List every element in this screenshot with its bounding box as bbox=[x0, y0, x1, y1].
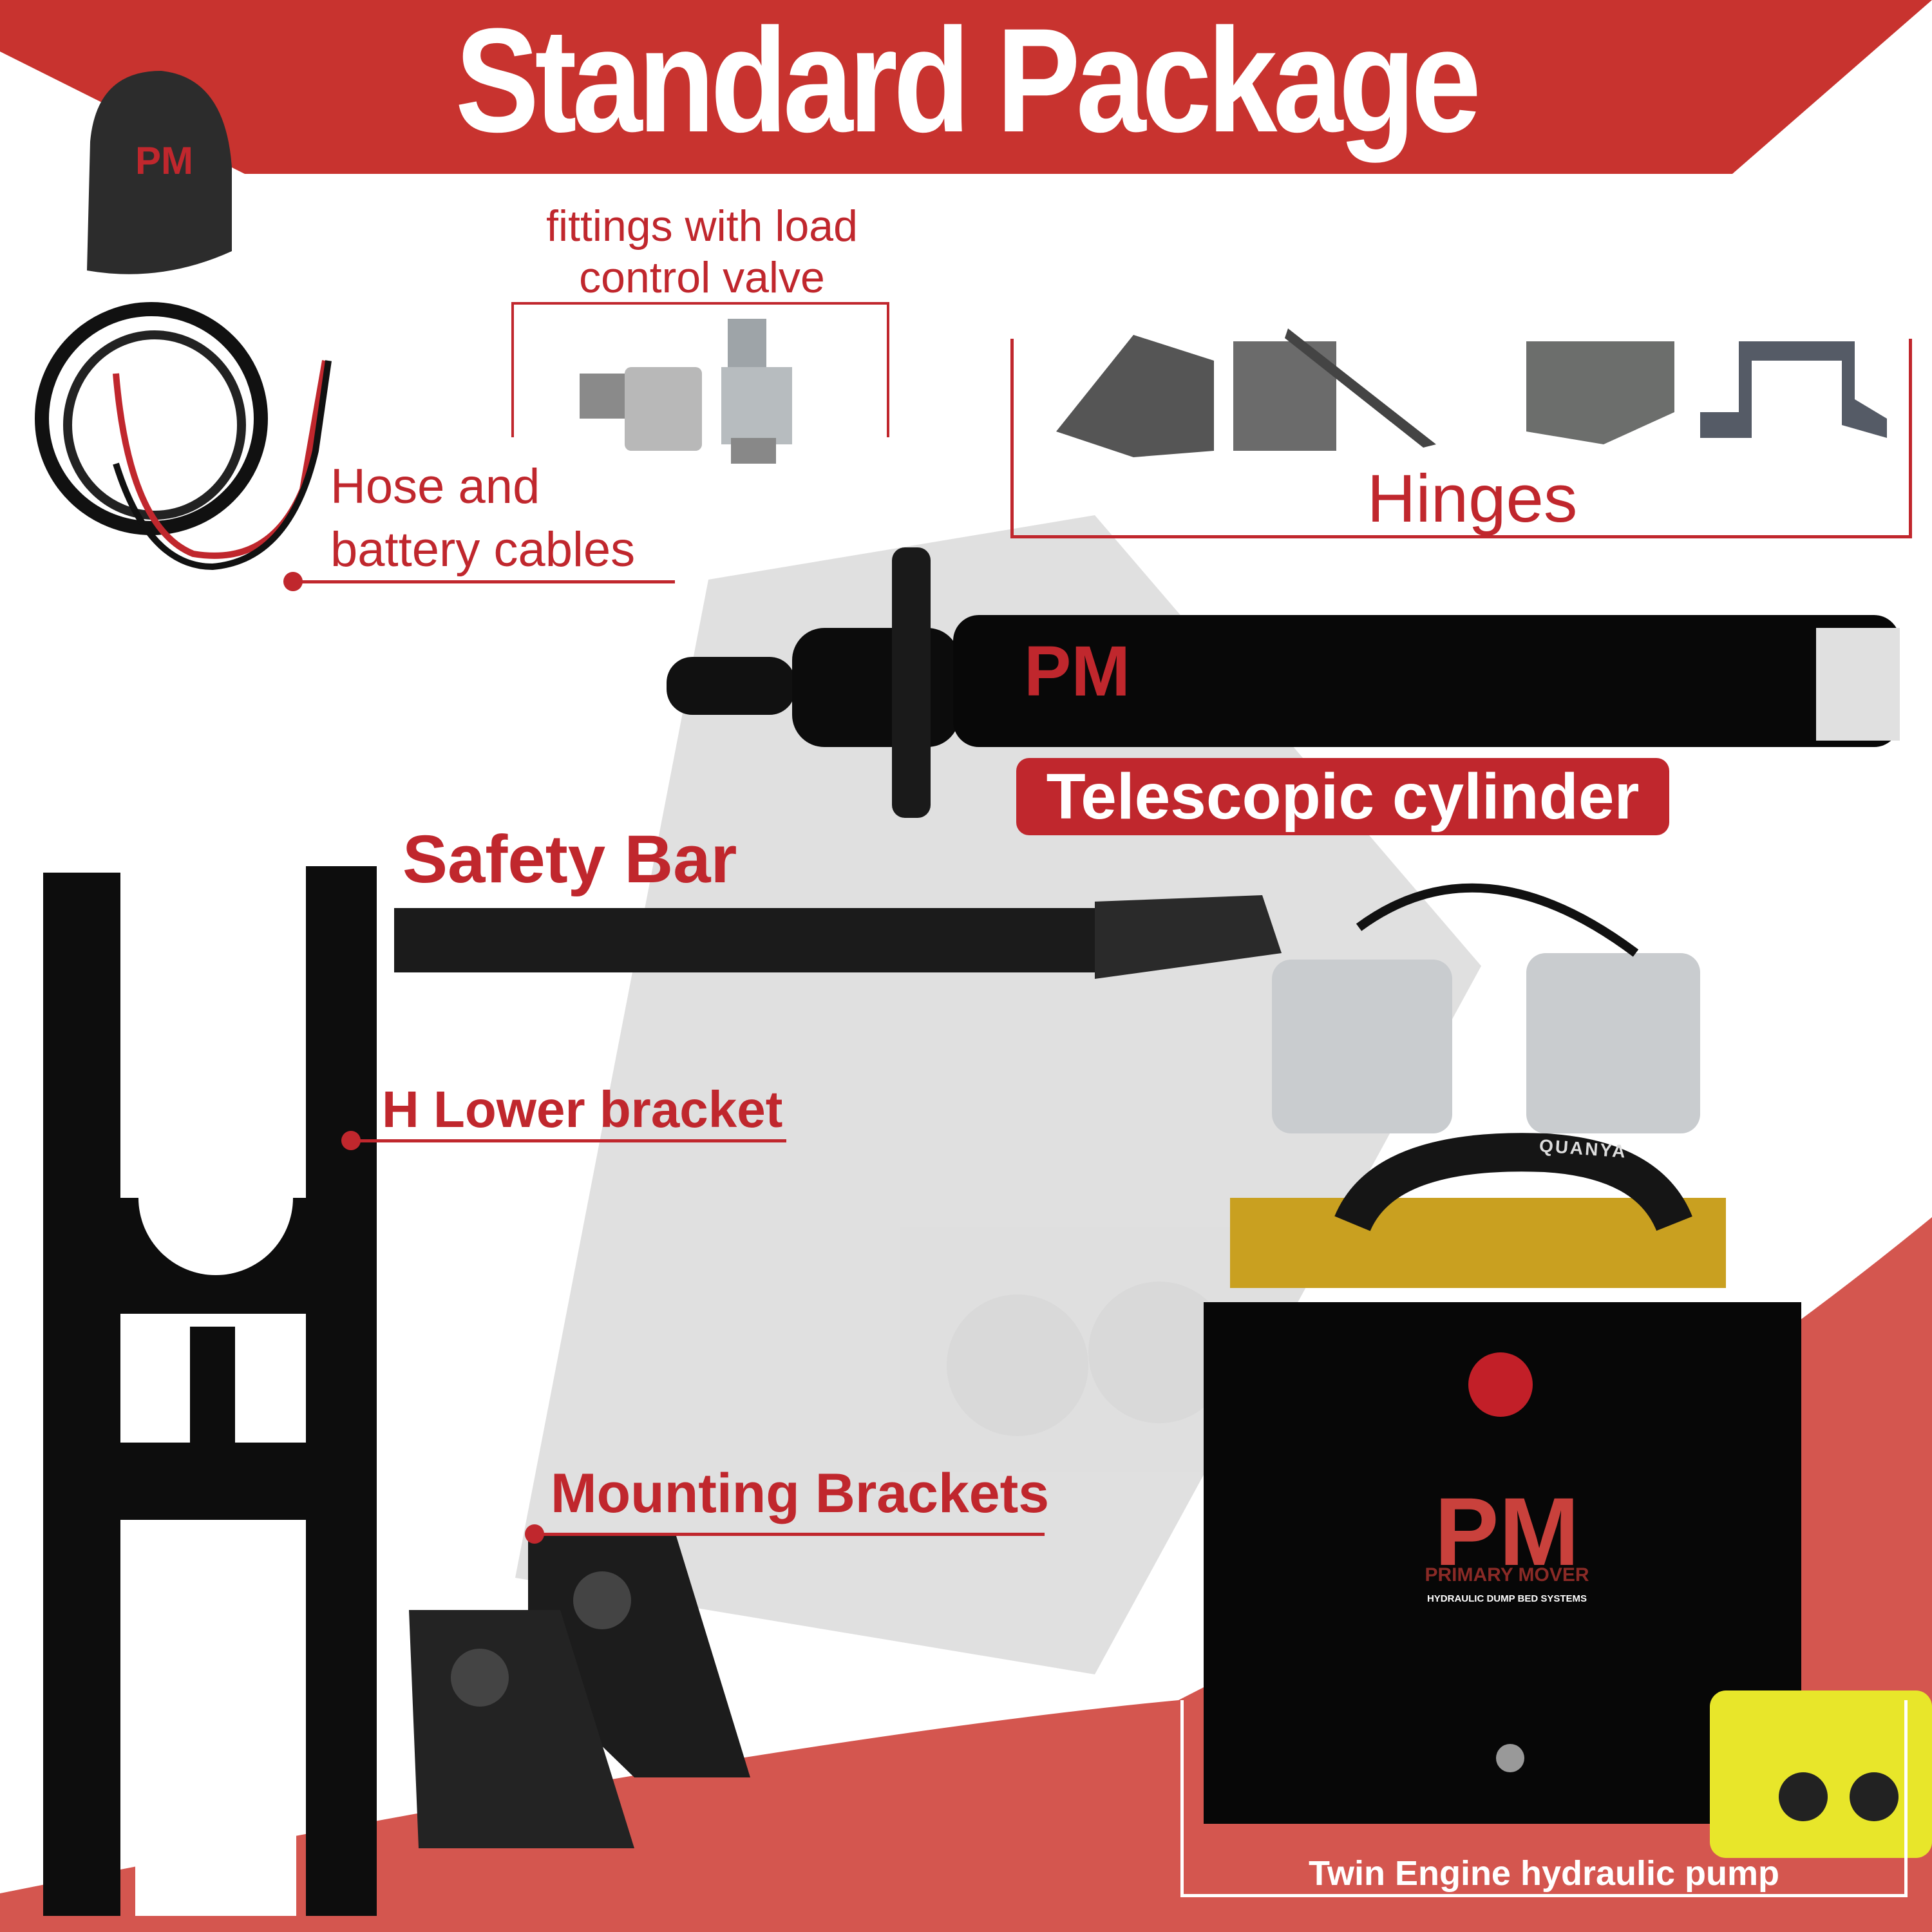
hinges-label: Hinges bbox=[1367, 461, 1578, 536]
h-bracket-label: H Lower bracket bbox=[382, 1081, 783, 1138]
mounting-label: Mounting Brackets bbox=[551, 1463, 1050, 1524]
remote-control-image bbox=[1710, 1690, 1932, 1858]
pump-brand-tagline: HYDRAULIC DUMP BED SYSTEMS bbox=[1426, 1593, 1587, 1604]
h-bracket-marker bbox=[341, 1131, 361, 1150]
fittings-bracket-frame bbox=[511, 302, 889, 437]
pump-label: Twin Engine hydraulic pump bbox=[1308, 1854, 1780, 1893]
cap-image: PM bbox=[87, 71, 232, 274]
pump-frame bbox=[1180, 1700, 1908, 1897]
mounting-brackets-image bbox=[409, 1536, 750, 1848]
hose-marker bbox=[283, 572, 303, 591]
h-bracket-underline bbox=[351, 1139, 786, 1142]
cylinder-label-pill bbox=[1016, 758, 1669, 835]
hose-cables-image bbox=[35, 302, 332, 571]
svg-text:PM: PM bbox=[1024, 632, 1130, 711]
hose-label-line2: battery cables bbox=[330, 522, 636, 577]
svg-text:PM: PM bbox=[1435, 1477, 1580, 1586]
hinges-frame bbox=[1010, 339, 1912, 538]
fittings-label-line1: fittings with load bbox=[546, 202, 858, 251]
hydraulic-pump-image: PM bbox=[1204, 883, 1801, 1824]
svg-text:PM: PM bbox=[135, 139, 193, 182]
safety-bar-image bbox=[394, 895, 1282, 979]
hinges-image bbox=[1056, 328, 1887, 457]
page-title: Standard Package bbox=[455, 0, 1481, 163]
cylinder-label: Telescopic cylinder bbox=[1046, 761, 1640, 833]
telescopic-cylinder-image: PM bbox=[667, 547, 1900, 818]
mounting-marker bbox=[525, 1524, 544, 1544]
h-lower-bracket-image bbox=[43, 866, 377, 1916]
fittings-label-line2: control valve bbox=[579, 253, 825, 302]
safety-bar-label: Safety Bar bbox=[402, 822, 737, 897]
hose-underline bbox=[293, 580, 675, 583]
pump-brand-text: PRIMARY MOVER bbox=[1425, 1564, 1589, 1586]
header-banner bbox=[0, 0, 1932, 174]
fittings-image bbox=[580, 319, 792, 464]
hose-label-line1: Hose and bbox=[330, 459, 540, 514]
mounting-underline bbox=[536, 1533, 1045, 1536]
